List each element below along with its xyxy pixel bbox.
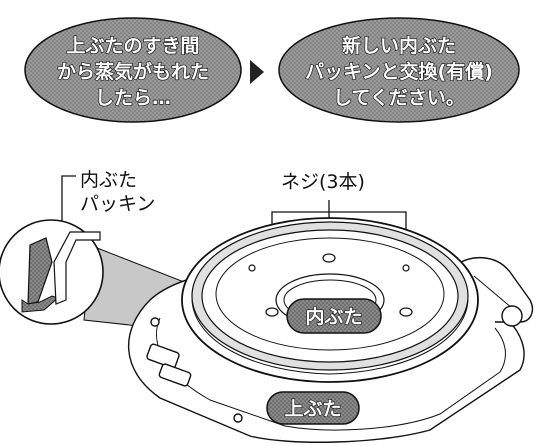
bubble-left-line1: 上ぶたのすき間: [66, 35, 199, 57]
inner-lid-label: 内ぶた: [305, 305, 362, 328]
bubble-right-line3: してください。: [333, 87, 465, 109]
bubble-left: 上ぶたのすき間 から蒸気がもれた したら…: [24, 17, 242, 123]
screw-holes: [248, 253, 413, 317]
packing-lip: [21, 295, 59, 313]
bubble-left-line2: から蒸気がもれた: [57, 60, 209, 83]
upper-lid-label: 上ぶた: [284, 398, 341, 420]
screw-icon: [265, 307, 279, 317]
bubble-right-line1: 新しい内ぶた: [342, 34, 456, 57]
packing-label-line1: 内ぶた: [80, 169, 137, 191]
bubble-right: 新しい内ぶた パッキンと交換(有償) してください。: [278, 17, 520, 123]
packing-cross-section: [27, 237, 53, 305]
magnifier-circle: [0, 219, 104, 325]
screw-icon: [322, 253, 336, 263]
lid-frame-section: [53, 231, 101, 305]
bubble-right-line2: パッキンと交換(有償): [305, 60, 493, 83]
screw-icon: [399, 307, 413, 317]
bubble-right-shape: [278, 17, 520, 123]
bubble-left-shape: [24, 17, 242, 123]
screws-label: ネジ(3本): [281, 171, 365, 193]
packing-label-line2: パッキン: [80, 193, 155, 215]
inner-lid-pill: 内ぶた: [286, 298, 382, 334]
upper-lid-pill: 上ぶた: [266, 391, 360, 425]
arrow-right-icon: [250, 60, 264, 84]
bubble-left-line3: したら…: [95, 87, 171, 109]
